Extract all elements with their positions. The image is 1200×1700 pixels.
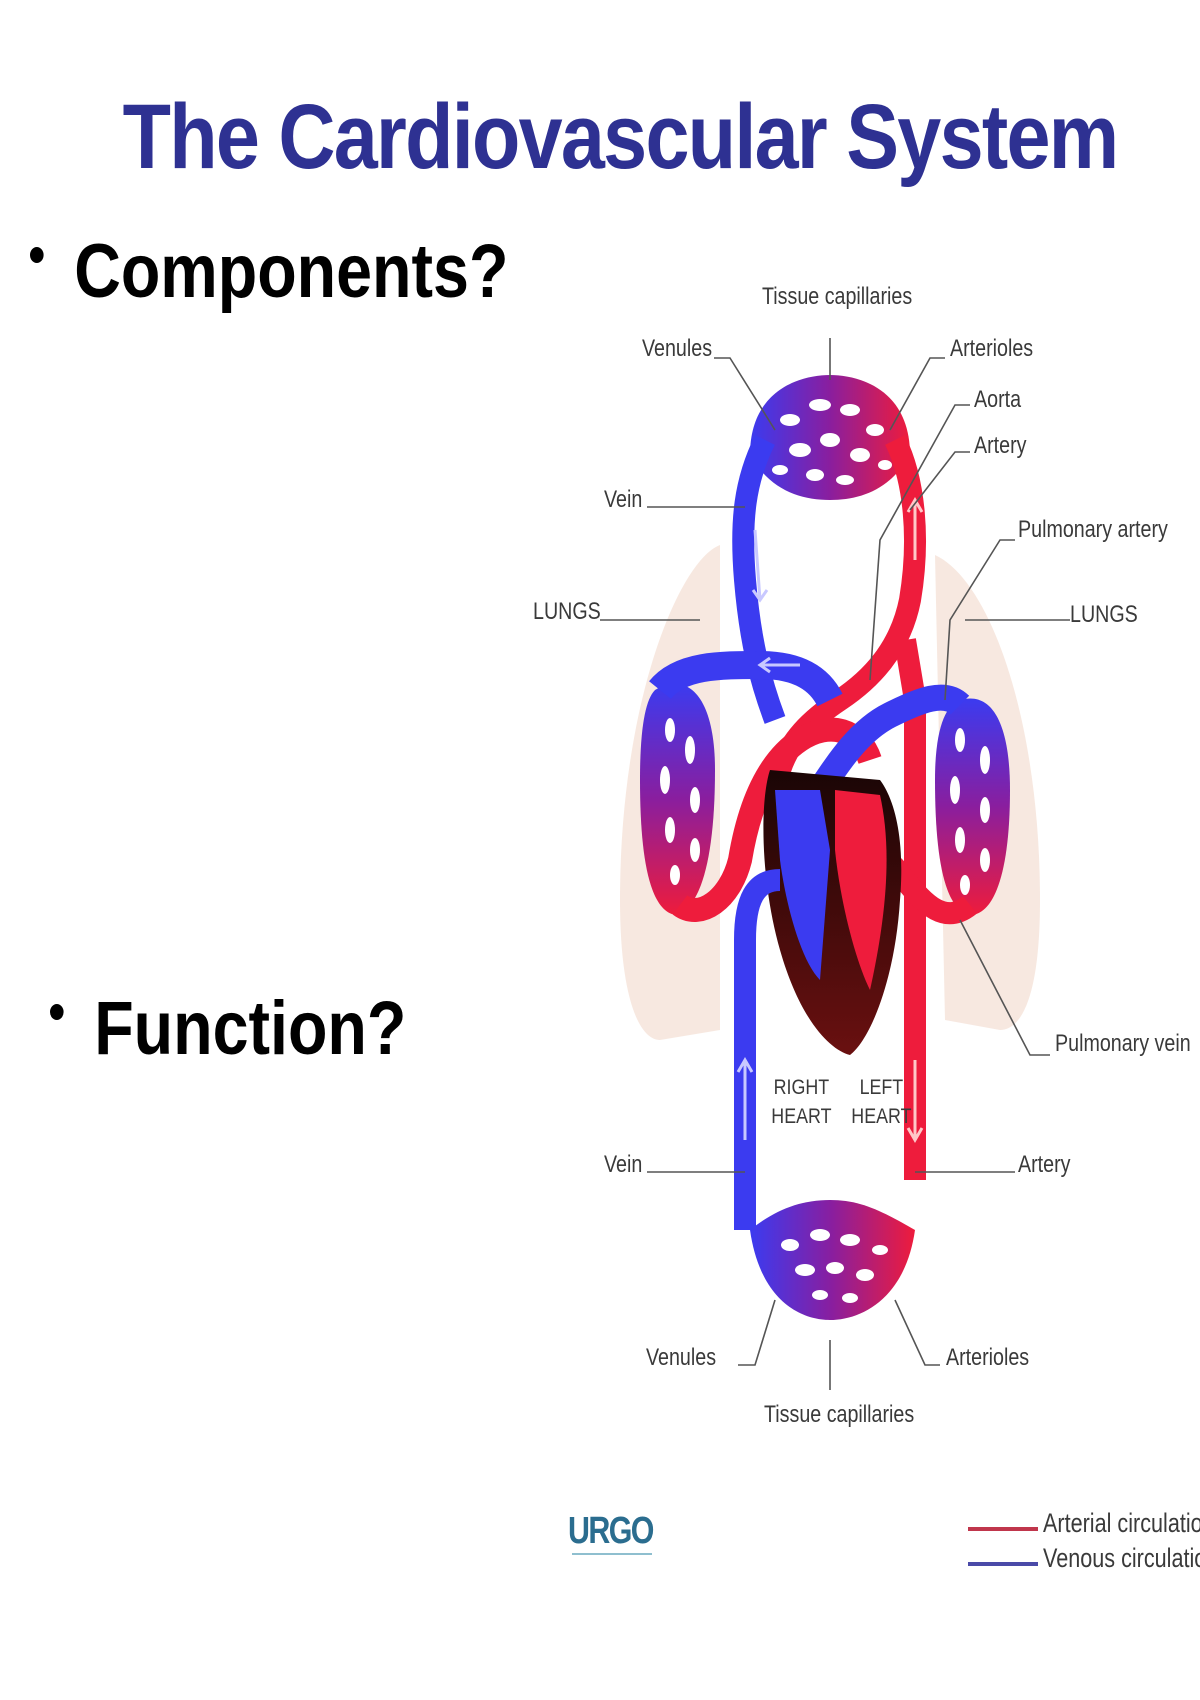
vein-lower xyxy=(734,869,781,1230)
capillary-holes-lung-left xyxy=(660,718,700,885)
capillary-bed-lung-right xyxy=(935,698,1010,915)
bullet-text: Function? xyxy=(94,986,407,1071)
bullet-dot-icon xyxy=(50,1003,64,1020)
label-lungs-right: LUNGS xyxy=(1070,601,1138,628)
label-tissue-capillaries-top: Tissue capillaries xyxy=(762,283,913,310)
label-left-heart: LEFT HEART xyxy=(851,1073,911,1131)
label-vein-top: Vein xyxy=(604,486,643,513)
bullet-function: Function? xyxy=(50,985,406,1072)
capillary-holes-lung-right xyxy=(950,728,990,895)
legend-swatch-venous xyxy=(968,1562,1038,1566)
legend-swatch-arterial xyxy=(968,1527,1038,1531)
left-heart-chamber xyxy=(835,790,887,990)
urgo-logo: URGO xyxy=(568,1510,654,1552)
pulmonary-artery-right xyxy=(809,684,970,798)
capillary-holes-bottom xyxy=(781,1229,888,1303)
legend-arterial: Arterial circulation xyxy=(1043,1508,1200,1538)
label-arterioles-top: Arterioles xyxy=(950,335,1034,362)
flow-arrows-arterial xyxy=(906,497,924,1143)
label-venules-top: Venules xyxy=(642,335,713,362)
label-right-heart: RIGHT HEART xyxy=(771,1073,831,1131)
legend-venous: Venous circulation xyxy=(1043,1543,1200,1573)
bullet-components: Components? xyxy=(30,228,508,315)
logo-underline xyxy=(572,1553,652,1555)
label-lungs-left: LUNGS xyxy=(533,598,601,625)
label-right-heart-line2: HEART xyxy=(771,1105,832,1128)
label-vein-bottom: Vein xyxy=(604,1151,643,1178)
right-heart-chamber xyxy=(775,790,830,980)
label-left-heart-line1: LEFT xyxy=(859,1076,904,1099)
label-pulmonary-vein: Pulmonary vein xyxy=(1055,1030,1191,1057)
label-artery-bottom: Artery xyxy=(1018,1151,1071,1178)
pulmonary-vein-left xyxy=(672,717,882,922)
label-left-heart-line2: HEART xyxy=(851,1105,912,1128)
label-venules-bottom: Venules xyxy=(646,1344,717,1371)
flow-arrows-venous xyxy=(736,529,800,1140)
slide-title: The Cardiovascular System xyxy=(122,86,1120,188)
bullet-dot-icon xyxy=(30,246,44,263)
label-aorta: Aorta xyxy=(974,386,1022,413)
bullet-text: Components? xyxy=(74,229,509,314)
capillary-bed-bottom xyxy=(750,1200,915,1320)
vein-upper xyxy=(732,435,786,724)
label-arterioles-bottom: Arterioles xyxy=(946,1344,1030,1371)
label-pulmonary-artery: Pulmonary artery xyxy=(1018,516,1168,543)
label-tissue-capillaries-bottom: Tissue capillaries xyxy=(764,1401,915,1428)
label-artery-top: Artery xyxy=(974,432,1027,459)
leader-lines xyxy=(600,338,1070,1390)
capillary-holes-top xyxy=(772,399,892,485)
label-right-heart-line1: RIGHT xyxy=(773,1076,830,1099)
